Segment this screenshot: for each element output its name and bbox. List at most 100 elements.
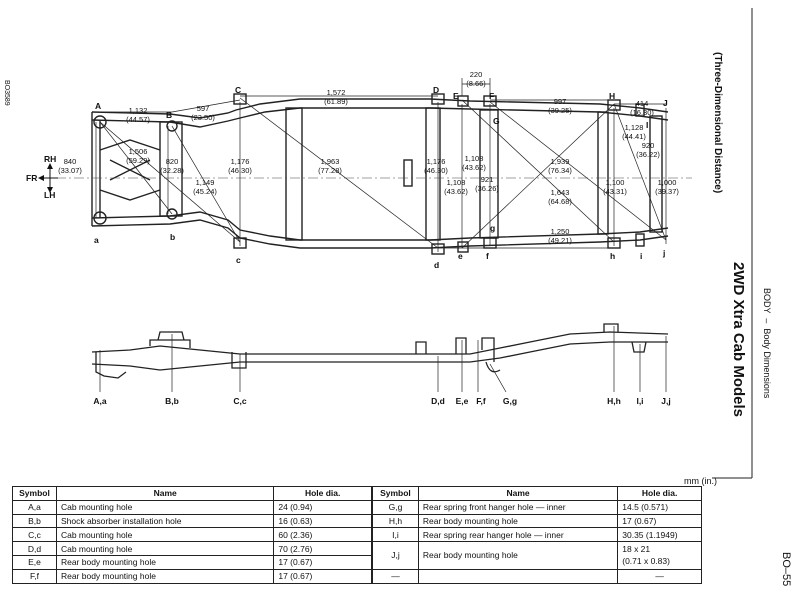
point-label-D: D [433,85,439,95]
cell-hole: 18 x 21(0.71 x 0.83) [617,541,702,570]
cell-hole: 60 (2.36) [273,527,372,543]
point-label-J: J [663,98,668,108]
cell-hole-line1: 18 x 21 [622,544,651,555]
cell-symbol: G,g [372,499,419,515]
point-label-f: f [486,251,489,261]
cell-symbol: D,d [12,541,57,556]
point-labels-top: A B C D E F G H I J [95,85,668,130]
header-subsection: Body Dimensions [762,328,772,399]
frame-side-view [91,323,669,379]
cell-name: Cab mounting hole [55,499,275,515]
dim-1506-in: (59.29) [126,156,150,165]
point-label-g: g [490,223,495,233]
col-name: Name [55,486,275,501]
point-label-c: c [236,255,241,265]
table-row: —— [372,568,702,584]
dim-1939: 1,939 [551,157,570,166]
cell-hole: 17 (0.67) [617,513,702,529]
point-label-h: h [610,251,615,261]
side-label-dd: D,d [431,396,445,406]
dim-820-in: (32.28) [160,166,184,175]
dim-1100: 1,100 [606,178,625,187]
frame-top-view [91,93,669,255]
point-label-A: A [95,101,101,111]
diagonal-dimension-lines [95,78,667,252]
cell-symbol: A,a [12,499,57,515]
point-labels-bottom: a b c d e f g h i j [94,223,665,270]
page-number: BO–55 [780,552,792,587]
cell-hole: 16 (0.63) [273,513,372,529]
orientation-rh: RH [44,154,56,164]
running-header: BODY – Body Dimensions [762,288,772,398]
dim-1250-in: (49.21) [548,236,572,245]
units-label: mm (in.) [684,476,717,486]
dim-1000-in: (39.37) [655,187,679,196]
cell-hole: 30.35 (1.1949) [617,527,702,543]
dim-1108-f-in: (43.62) [462,163,486,172]
point-label-j: j [662,248,665,258]
col-symbol: Symbol [372,486,419,501]
point-label-E: E [453,91,459,101]
point-label-a: a [94,235,99,245]
cell-hole: — [617,568,702,584]
dim-1506: 1,506 [129,147,148,156]
dim-1176-d-in: (46.30) [424,166,448,175]
point-label-F: F [489,91,494,101]
cell-symbol: J,j [372,541,419,570]
header-dash: – [762,318,772,324]
dim-840-in: (33.07) [58,166,82,175]
dim-220-in: (8.66) [466,79,486,88]
cell-hole: 24 (0.94) [273,499,372,515]
col-hole-dia: Hole dia. [273,486,372,501]
dim-414: 414 [636,99,649,108]
dim-1132-in: (44.57) [126,115,150,124]
cell-symbol: H,h [372,513,419,529]
cell-symbol: — [372,568,419,584]
dim-220: 220 [470,70,483,79]
dim-1963: 1,963 [321,157,340,166]
dim-1149-in: (45.24) [193,187,217,196]
dim-1128: 1,128 [625,123,644,132]
table-row: J,j Rear body mounting hole 18 x 21(0.71… [372,541,702,570]
side-label-aa: A,a [93,396,107,406]
dimension-values: 1,132 (44.57) 597 (23.50) 1,572 (61.89) … [58,70,679,245]
dim-597-in: (23.50) [191,113,215,122]
col-symbol: Symbol [12,486,57,501]
dim-1643: 1,643 [551,188,570,197]
side-label-ee: E,e [456,396,469,406]
cell-name: Shock absorber installation hole [55,513,275,529]
side-label-ii: I,i [636,396,643,406]
side-view-labels: A,a B,b C,c D,d E,e F,f G,g H,h I,i J,j [93,396,670,406]
point-label-b: b [170,232,175,242]
page-title: 2WD Xtra Cab Models [730,262,747,418]
dim-1963-in: (77.28) [318,166,342,175]
dim-1000: 1,000 [658,178,677,187]
side-label-ff: F,f [476,396,486,406]
dim-1176-d: 1,176 [427,157,446,166]
orientation-indicator: RH FR LH [26,154,58,200]
side-label-hh: H,h [607,396,621,406]
cell-hole: 17 (0.67) [273,568,372,584]
cell-symbol: E,e [12,554,57,570]
dim-1132: 1,132 [129,106,148,115]
point-label-C: C [235,85,241,95]
cell-name: Rear body mounting hole [55,568,275,584]
dim-997-in: (39.25) [548,106,572,115]
cell-name: Cab mounting hole [55,541,275,556]
dim-997: 997 [554,97,567,106]
point-label-G: G [493,116,500,126]
cell-name: Cab mounting hole [55,527,275,543]
table-header-row: Symbol Name Hole dia. [12,486,372,501]
dim-920: 920 [642,141,655,150]
orientation-lh: LH [44,190,55,200]
cell-symbol: B,b [12,513,57,529]
point-label-d: d [434,260,439,270]
point-label-B: B [166,110,172,120]
cell-hole: 14.5 (0.571) [617,499,702,515]
